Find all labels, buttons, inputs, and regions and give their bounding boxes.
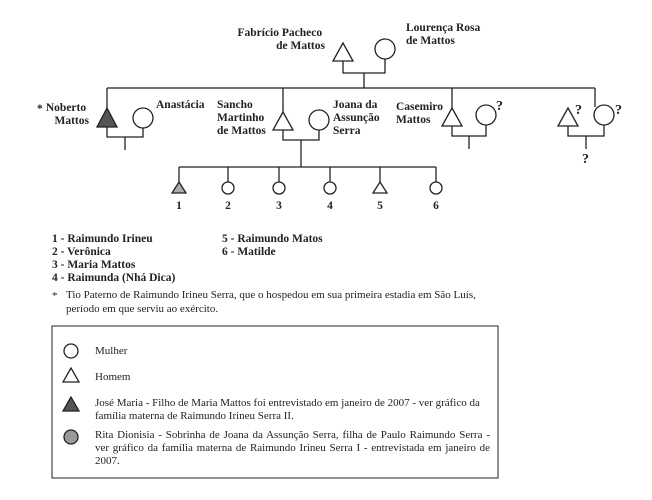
- lourenca-label: Lourença Rosa de Mattos: [406, 22, 483, 47]
- noberto-triangle-icon: [95, 106, 119, 128]
- sancho-triangle-icon: [271, 110, 295, 131]
- child-number-1: 1: [176, 200, 182, 212]
- sancho-couple-line: [282, 130, 320, 141]
- legend-woman-label: Mulher: [95, 345, 128, 357]
- casemiro-wife-circle-icon: [475, 104, 497, 126]
- anastacia-circle-icon: [132, 107, 154, 129]
- unknown-woman-mark: ?: [615, 103, 622, 118]
- fabricio-triangle-icon: [331, 41, 355, 62]
- child-1-triangle-icon: [170, 180, 188, 194]
- child-4-circle-icon: [323, 181, 337, 195]
- child-5-triangle-icon: [371, 180, 389, 194]
- unknown-woman-circle-icon: [593, 104, 615, 126]
- child-number-4: 4: [327, 200, 333, 212]
- anastacia-label: Anastácia: [156, 99, 205, 111]
- key-6: 6 - Matilde: [222, 246, 276, 258]
- key-5: 5 - Raimundo Matos: [222, 233, 323, 245]
- key-2: 2 - Verônica: [52, 246, 111, 258]
- joana-circle-icon: [308, 109, 330, 131]
- legend-filled-triangle-icon: [61, 395, 81, 412]
- noberto-label: Noberto Mattos: [46, 102, 90, 127]
- legend-woman-circle-icon: [63, 343, 79, 359]
- child-number-2: 2: [225, 200, 231, 212]
- footnote-mark: *: [52, 290, 58, 302]
- legend-jose-text: José Maria - Filho de Maria Mattos foi e…: [95, 397, 480, 422]
- noberto-couple-line: [106, 127, 144, 138]
- casemiro-label: Casemiro Mattos: [396, 101, 446, 126]
- footnote-text: Tio Paterno de Raimundo Irineu Serra, qu…: [66, 289, 476, 315]
- child-number-3: 3: [276, 200, 282, 212]
- child-3-circle-icon: [272, 181, 286, 195]
- asterisk-mark: *: [37, 103, 43, 115]
- child-6-circle-icon: [429, 181, 443, 195]
- child-number-5: 5: [377, 200, 383, 212]
- casemiro-wife-unknown: ?: [496, 99, 503, 114]
- child-2-circle-icon: [221, 181, 235, 195]
- lourenca-circle-icon: [374, 38, 396, 60]
- unknown-man-mark: ?: [575, 103, 582, 118]
- fabricio-label: Fabrício Pacheco de Mattos: [237, 27, 325, 52]
- legend-filled-circle-icon: [63, 429, 79, 445]
- key-1: 1 - Raimundo Irineu: [52, 233, 153, 245]
- child-number-6: 6: [433, 200, 439, 212]
- joana-label: Joana da Assunção Serra: [333, 99, 383, 137]
- legend-man-label: Homem: [95, 371, 131, 383]
- key-3: 3 - Maria Mattos: [52, 259, 136, 271]
- sancho-label: Sancho Martinho de Mattos: [217, 99, 267, 137]
- unknown-child-mark: ?: [582, 152, 589, 167]
- legend-rita-text: Rita Dionisia - Sobrinha de Joana da Ass…: [95, 429, 490, 467]
- key-4: 4 - Raimunda (Nhá Dica): [52, 272, 176, 284]
- legend-box: [51, 325, 499, 479]
- legend-man-triangle-icon: [61, 366, 81, 383]
